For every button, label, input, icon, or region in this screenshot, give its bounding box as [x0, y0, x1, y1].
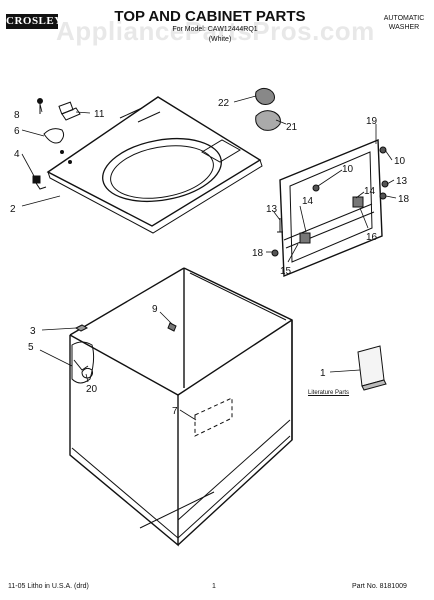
brand-logo: CROSLEY	[6, 14, 63, 29]
callout-6: 6	[14, 126, 20, 137]
callout-18-b: 18	[252, 248, 264, 259]
callout-13-a: 13	[396, 176, 408, 187]
washer-lid	[271, 138, 389, 278]
callout-14-b: 14	[302, 196, 314, 207]
callout-8: 8	[14, 110, 20, 121]
callout-3: 3	[30, 326, 36, 337]
model-line: For Model: CAW12444RQ1	[172, 26, 258, 33]
callout-10-a: 10	[342, 164, 354, 175]
footer-page-number: 1	[212, 583, 216, 590]
callout-14-a: 14	[364, 186, 376, 197]
callout-19: 19	[366, 116, 378, 127]
leader-lines	[21, 95, 397, 421]
callout-5: 5	[28, 342, 34, 353]
callout-10-b: 10	[394, 156, 406, 167]
literature-booklet	[357, 345, 387, 391]
callout-11: 11	[94, 109, 105, 120]
color-line: (White)	[208, 36, 232, 43]
callout-15: 15	[280, 266, 292, 277]
appliance-type: AUTOMATIC WASHER	[378, 14, 430, 32]
callout-13-b: 13	[266, 204, 278, 215]
appliance-line-1: AUTOMATIC	[383, 15, 425, 22]
literature-parts-label: Literature Parts	[308, 390, 350, 396]
callout-1: 1	[320, 368, 326, 379]
appliance-line-2: WASHER	[388, 24, 420, 31]
page-title: TOP AND CABINET PARTS	[114, 8, 306, 25]
callout-16: 16	[366, 232, 378, 243]
callout-9: 9	[152, 304, 158, 315]
callout-4: 4	[14, 149, 20, 160]
cabinet	[69, 267, 293, 547]
callout-21: 21	[286, 122, 298, 133]
footer-litho: 11-05 Litho in U.S.A. (drd)	[8, 583, 89, 590]
callout-18-a: 18	[398, 194, 410, 205]
callout-7: 7	[172, 406, 178, 417]
lid-switch-assembly	[32, 98, 81, 190]
watermark: AppliancePartsPros.com	[56, 16, 375, 46]
washer-top	[46, 96, 263, 234]
callout-20: 20	[86, 384, 98, 395]
hinge-covers	[255, 87, 281, 131]
callout-numbers: 8 11 6 4 2 22 21 19 10 10 13 14 14 18 13…	[10, 98, 410, 417]
callout-22: 22	[218, 98, 230, 109]
footer-part-number: Part No. 8181009	[352, 583, 407, 590]
callout-2: 2	[10, 204, 16, 215]
